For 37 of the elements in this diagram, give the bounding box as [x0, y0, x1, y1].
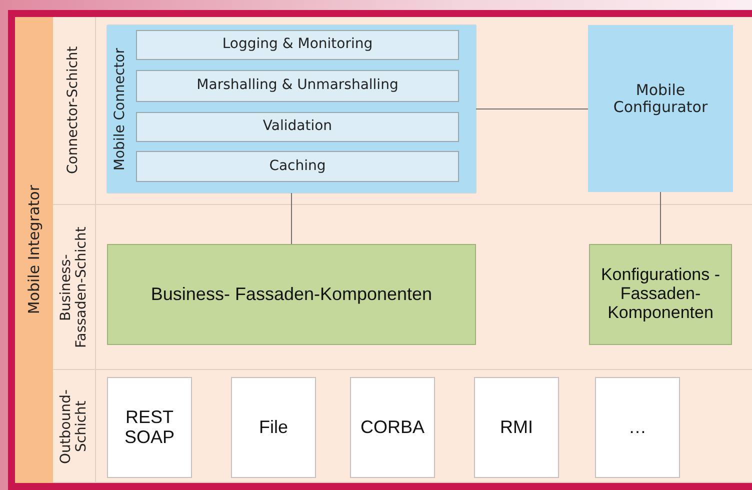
connector-line [660, 192, 661, 244]
facade-box [589, 244, 732, 345]
component-label: Mobile Configurator [612, 82, 709, 115]
protocol-label: REST SOAP [123, 408, 176, 448]
connector-line [476, 108, 588, 110]
protocol-box [595, 377, 680, 478]
connector-line [291, 192, 292, 244]
protocol-label: File [258, 418, 288, 438]
module-box [136, 30, 459, 60]
container-title: Mobile Connector [112, 48, 128, 170]
component-box [588, 25, 733, 192]
module-box [136, 70, 459, 102]
layer-label: Outbound- Schicht [58, 388, 90, 466]
protocol-box [231, 377, 316, 478]
facade-label: Business- Fassaden-Komponenten [150, 284, 432, 304]
protocol-label: RMI [500, 418, 533, 438]
frame-title: Mobile Integrator [26, 185, 42, 315]
integrator-frame [8, 10, 752, 490]
layer-band [53, 370, 752, 483]
layer-band [53, 17, 752, 205]
protocol-box [474, 377, 559, 478]
module-box [136, 151, 459, 182]
module-box [136, 112, 459, 142]
protocol-box [107, 377, 192, 478]
facade-label: Konfigurations -Fassaden- Komponenten [600, 266, 722, 323]
module-label: Logging & Monitoring [222, 37, 373, 53]
layer-label: Business- Fassaden-Schicht [58, 225, 90, 350]
protocol-label: CORBA [360, 418, 424, 438]
layer-label: Connector-Schicht [66, 46, 82, 176]
module-label: Caching [269, 158, 326, 174]
module-label: Marshalling & Unmarshalling [196, 78, 398, 94]
module-label: Validation [262, 119, 332, 135]
protocol-label: … [628, 418, 646, 438]
component-container [107, 25, 476, 193]
layer-band [53, 205, 752, 370]
facade-box [107, 244, 476, 345]
protocol-box [350, 377, 435, 478]
